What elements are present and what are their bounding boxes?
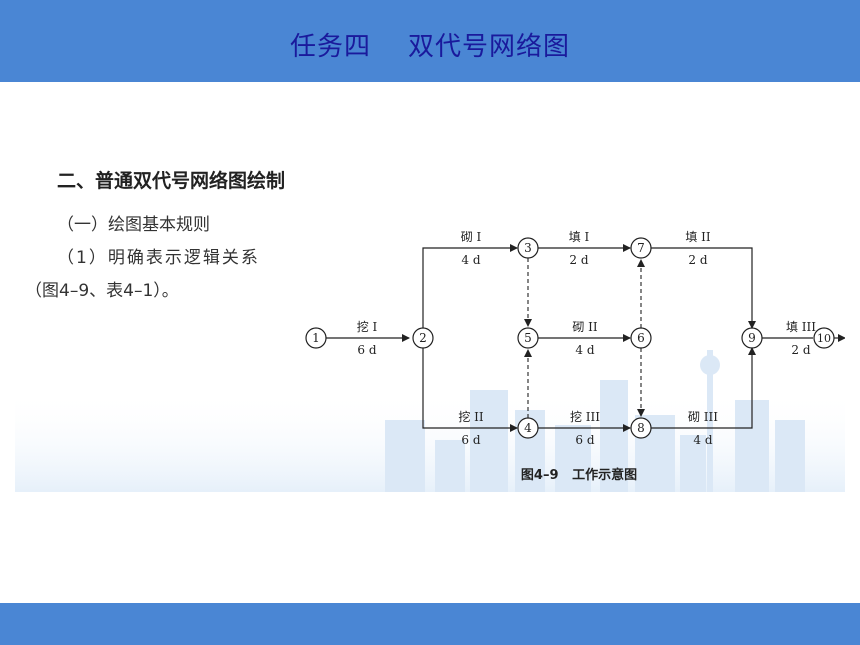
activity-name-9-10: 填 III	[786, 320, 816, 334]
activity-name-1-2: 挖 I	[357, 319, 378, 334]
content-image: 二、普通双代号网络图绘制 （一）绘图基本规则 （1）明确表示逻辑关系 （图4–9…	[15, 140, 845, 492]
page-title: 任务四 双代号网络图	[289, 32, 571, 62]
activity-duration-2-3: 4 d	[461, 253, 480, 267]
diagram-caption: 图4–9 工作示意图	[521, 467, 637, 483]
node-3	[517, 237, 539, 259]
node-4	[517, 417, 539, 439]
node-2	[412, 327, 434, 349]
arrow-2-3	[422, 244, 518, 328]
rule-text-line-2: （图4–9、表4–1）。	[25, 281, 179, 301]
activity-name-4-8: 挖 III	[570, 409, 600, 424]
footer-bar	[0, 603, 860, 645]
activity-name-8-9: 砌 III	[688, 410, 718, 424]
node-10	[813, 327, 835, 349]
city-skyline-background	[15, 350, 845, 492]
activity-name-7-9: 填 II	[685, 230, 711, 244]
node-label-4: 4	[524, 421, 532, 435]
activity-name-5-6: 砌 II	[572, 320, 598, 334]
node-label-2: 2	[419, 331, 427, 345]
arrow-8-9	[651, 347, 756, 429]
section-heading: 二、普通双代号网络图绘制	[57, 170, 286, 192]
node-7	[630, 237, 652, 259]
node-9	[741, 327, 763, 349]
activity-duration-4-8: 6 d	[575, 433, 594, 447]
activity-duration-8-9: 4 d	[693, 433, 712, 447]
activity-name-3-7: 填 I	[569, 230, 590, 244]
node-6	[630, 327, 652, 349]
rule-text-line-1: （1）明确表示逻辑关系	[57, 248, 260, 268]
node-1	[305, 327, 327, 349]
node-label-1: 1	[312, 331, 320, 345]
node-label-5: 5	[524, 331, 532, 345]
activity-duration-2-4: 6 d	[461, 433, 480, 447]
arrow-7-9	[651, 247, 756, 329]
node-label-8: 8	[637, 421, 645, 435]
sub-heading: （一）绘图基本规则	[57, 215, 210, 235]
network-diagram: 1 2 3 4 5 6 7 8 9 10 挖 I 6 d 砌 I 4 d 填 I…	[305, 230, 845, 483]
node-label-10: 10	[817, 332, 831, 345]
node-8	[630, 417, 652, 439]
activity-duration-5-6: 4 d	[575, 343, 594, 357]
activity-duration-7-9: 2 d	[688, 253, 707, 267]
header-bar: 任务四 双代号网络图	[0, 0, 860, 82]
arrow-2-4	[422, 348, 518, 432]
activity-name-2-3: 砌 I	[461, 230, 482, 244]
activity-duration-9-10: 2 d	[791, 343, 810, 357]
node-label-3: 3	[524, 241, 532, 255]
activity-duration-1-2: 6 d	[357, 343, 376, 357]
node-label-7: 7	[637, 241, 645, 255]
activity-name-2-4: 挖 II	[458, 409, 484, 424]
node-5	[517, 327, 539, 349]
activity-duration-3-7: 2 d	[569, 253, 588, 267]
node-label-6: 6	[637, 331, 645, 345]
node-label-9: 9	[748, 331, 756, 345]
